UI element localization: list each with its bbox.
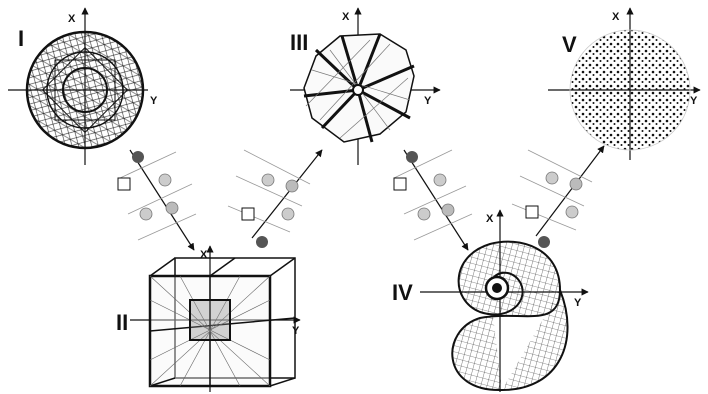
panel-i: I X Y [8, 8, 158, 165]
connector-iv-v-dot-icon [538, 236, 550, 248]
panel-iv-y-label: Y [574, 297, 582, 309]
connector-iii-iv-mesh-icon-3 [442, 204, 454, 216]
connector-ii-to-iii [228, 150, 322, 248]
connector-iii-iv-square-icon [394, 178, 406, 190]
panel-v: V X Y [548, 8, 700, 160]
panel-ii-x-label: X [200, 249, 208, 261]
connector-iv-v-square-icon [526, 206, 538, 218]
panel-iii-y-label: Y [424, 95, 432, 107]
connector-i-ii-mesh-icon [159, 174, 171, 186]
connector-i-to-ii [118, 150, 196, 250]
connector-i-ii-mesh-icon-2 [140, 208, 152, 220]
connector-ii-iii-square-icon [242, 208, 254, 220]
panel-v-x-label: X [612, 11, 620, 23]
panel-iii-x-label: X [342, 11, 350, 23]
connector-ii-iii-dot-icon [256, 236, 268, 248]
connector-i-ii-cross-marks [120, 152, 196, 240]
connector-ii-iii-cross-marks [228, 150, 310, 232]
panel-iii-center [353, 85, 363, 95]
connector-iii-iv-arrow [404, 150, 468, 250]
panel-i-y-label: Y [150, 95, 158, 107]
connector-iii-iv-dot-icon [406, 151, 418, 163]
panel-ii-inner-cube [190, 300, 230, 340]
panel-ii-label: II [116, 310, 128, 335]
panel-ii: II X Y [116, 246, 300, 392]
connector-iii-iv-mesh-icon-2 [418, 208, 430, 220]
connector-ii-iii-mesh-icon [262, 174, 274, 186]
panel-iv-x-label: X [486, 213, 494, 225]
connector-i-ii-mesh-icon-3 [166, 202, 178, 214]
connector-iv-v-mesh-icon-2 [566, 206, 578, 218]
panel-iv: IV X Y [392, 210, 588, 392]
connector-ii-iii-arrow [252, 150, 322, 238]
panel-iii: III X Y [290, 8, 440, 165]
panel-iii-label: III [290, 30, 308, 55]
connector-ii-iii-mesh-icon-2 [282, 208, 294, 220]
panel-ii-y-label: Y [292, 325, 300, 337]
connector-i-ii-dot-icon [132, 151, 144, 163]
panel-v-label: V [562, 32, 577, 57]
panel-i-label: I [18, 26, 24, 51]
connector-iv-v-cross-marks [512, 150, 592, 230]
panel-iv-spiral-center [492, 283, 502, 293]
panel-i-x-label: X [68, 13, 76, 25]
connector-iv-to-v [512, 146, 604, 248]
connector-i-ii-arrow [130, 150, 194, 250]
panel-v-dot-cloud [570, 30, 690, 150]
panel-i-circle-mesh [27, 32, 143, 148]
connector-iii-iv-mesh-icon [434, 174, 446, 186]
connector-iii-to-iv [394, 150, 472, 250]
connector-iv-v-mesh-icon [546, 172, 558, 184]
connector-ii-iii-mesh-icon-3 [286, 180, 298, 192]
connector-i-ii-square-icon [118, 178, 130, 190]
panel-iv-label: IV [392, 280, 413, 305]
connector-iv-v-mesh-icon-3 [570, 178, 582, 190]
panel-v-y-label: Y [690, 95, 698, 107]
